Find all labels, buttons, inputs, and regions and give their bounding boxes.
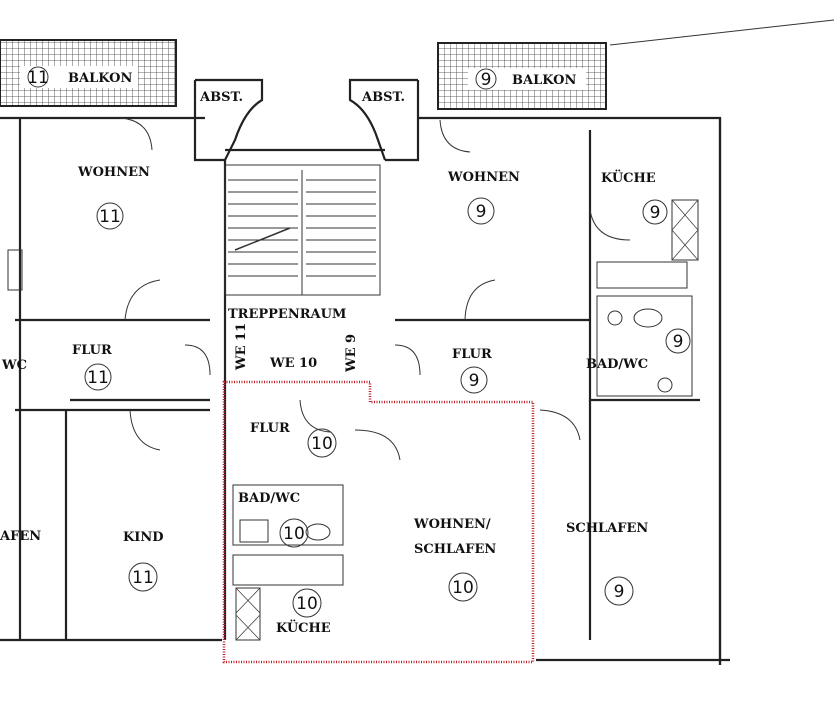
wohnen-9-label: WOHNEN xyxy=(447,170,520,185)
schlafen-9-label: SCHLAFEN xyxy=(566,521,648,536)
wohnen-9-unit: 9 xyxy=(476,202,487,222)
flur-9-label: FLUR xyxy=(452,347,492,362)
unit-10-highlight xyxy=(222,380,535,664)
kind-11-unit: 11 xyxy=(132,568,154,588)
wc-11-label: WC xyxy=(1,358,27,373)
balcony-right: 9 BALKON xyxy=(437,42,607,110)
schlafen-9-unit: 9 xyxy=(614,582,625,602)
kuche-10-unit: 10 xyxy=(296,594,318,614)
kuche-9-unit: 9 xyxy=(650,203,661,223)
fixtures xyxy=(7,199,699,641)
balkon-11-label: BALKON xyxy=(68,71,132,86)
treppenraum-label: TREPPENRAUM xyxy=(228,307,346,322)
balcony-left: 11 BALKON xyxy=(0,39,177,107)
exterior-walls xyxy=(0,80,730,665)
schlafen-11-label: AFEN xyxy=(0,529,41,544)
kind-11-label: KIND xyxy=(123,530,164,545)
bad-10-unit: 10 xyxy=(283,524,305,544)
we11-label: WE 11 xyxy=(234,323,249,371)
flur-9-unit: 9 xyxy=(469,371,480,391)
bad-9-unit: 9 xyxy=(673,332,684,352)
staircase: TREPPENRAUM WE 11 WE 10 WE 9 xyxy=(224,164,381,373)
balkon-11-unit: 11 xyxy=(27,68,49,88)
balkon-9-label: BALKON xyxy=(512,73,576,88)
flur-11-unit: 11 xyxy=(87,368,109,388)
wohnen-schlafen-10-label-2: SCHLAFEN xyxy=(414,542,496,557)
wohnen-schlafen-10-unit: 10 xyxy=(452,578,474,598)
room-labels: WOHNEN 11 WOHNEN 9 KÜCHE 9 FLUR 11 WC FL… xyxy=(0,165,691,636)
doors xyxy=(119,117,631,461)
flur-10-label: FLUR xyxy=(250,421,290,436)
we10-label: WE 10 xyxy=(269,356,317,371)
wohnen-11-label: WOHNEN xyxy=(77,165,150,180)
bad-9-label: BAD/WC xyxy=(586,357,648,372)
wohnen-schlafen-10-label-1: WOHNEN/ xyxy=(413,517,491,532)
abst-left-label: ABST. xyxy=(199,90,243,105)
diagonal-line xyxy=(609,19,834,46)
balkon-9-unit: 9 xyxy=(481,70,492,90)
kuche-10-label: KÜCHE xyxy=(276,619,331,636)
abst-rooms: ABST. ABST. xyxy=(195,78,418,161)
flur-10-unit: 10 xyxy=(311,434,333,454)
wohnen-11-unit: 11 xyxy=(99,207,121,227)
we9-label: WE 9 xyxy=(344,334,359,373)
bad-10-label: BAD/WC xyxy=(238,491,300,506)
flur-11-label: FLUR xyxy=(72,343,112,358)
abst-right-label: ABST. xyxy=(361,90,405,105)
kuche-9-label: KÜCHE xyxy=(601,169,656,186)
